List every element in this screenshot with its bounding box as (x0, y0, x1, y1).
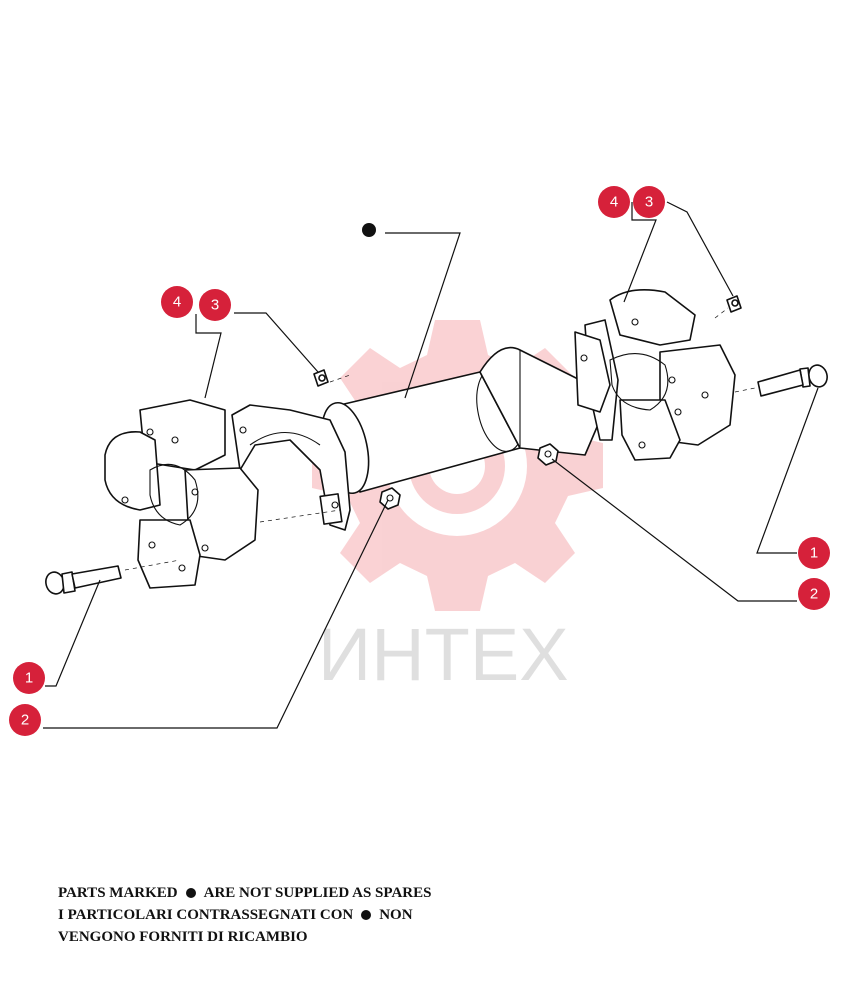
callout-left-4: 4 (161, 286, 193, 318)
watermark-text: ИНТЕХ (318, 613, 569, 696)
callout-right-3: 3 (633, 186, 665, 218)
right-bolt (757, 364, 828, 397)
left-bolt (45, 565, 122, 595)
svg-text:3: 3 (211, 297, 219, 314)
callout-right-4: 4 (598, 186, 630, 218)
left-grease-nipple (313, 369, 329, 387)
right-grease-nipple (726, 295, 742, 313)
callout-left-1: 1 (13, 662, 45, 694)
svg-text:4: 4 (610, 194, 618, 211)
svg-text:3: 3 (645, 194, 653, 211)
callout-right-1: 1 (798, 537, 830, 569)
callout-right-2: 2 (798, 578, 830, 610)
svg-text:1: 1 (25, 670, 33, 687)
svg-text:4: 4 (173, 294, 181, 311)
leader-lines (43, 201, 819, 729)
alignment-lines (124, 307, 761, 571)
svg-text:2: 2 (810, 586, 818, 603)
right-universal-joint (574, 289, 736, 461)
note-line-1: PARTS MARKED ARE NOT SUPPLIED AS SPARES (58, 882, 431, 904)
not-supplied-marker (362, 223, 376, 237)
left-yoke (231, 404, 351, 531)
callout-left-3: 3 (199, 289, 231, 321)
left-universal-joint (104, 399, 259, 589)
bullet-dot-icon (361, 910, 372, 921)
callout-left-2: 2 (9, 704, 41, 736)
note-line-2: I PARTICOLARI CONTRASSEGNATI CON NON (58, 904, 431, 926)
note-line-1-pre: PARTS MARKED (58, 885, 178, 901)
spares-note: PARTS MARKED ARE NOT SUPPLIED AS SPARES I… (58, 882, 431, 948)
left-nut (379, 487, 401, 510)
svg-text:1: 1 (810, 545, 818, 562)
note-line-3: VENGONO FORNITI DI RICAMBIO (58, 929, 308, 945)
svg-text:2: 2 (21, 712, 29, 729)
note-line-2-post: NON (379, 907, 413, 923)
note-line-2-pre: I PARTICOLARI CONTRASSEGNATI CON (58, 907, 354, 923)
note-line-1-post: ARE NOT SUPPLIED AS SPARES (203, 885, 432, 901)
bullet-dot-icon (185, 888, 196, 899)
